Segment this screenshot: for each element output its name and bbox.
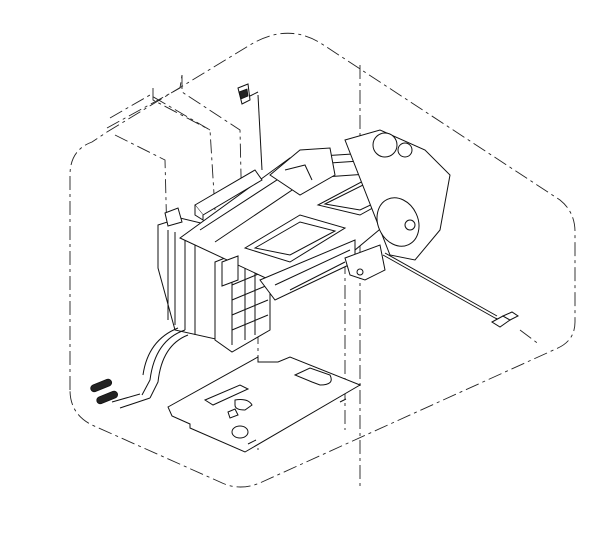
small-bracket-part (237, 83, 259, 105)
ink-tubes (111, 327, 189, 409)
spring-icon (90, 378, 113, 393)
main-assembly (157, 129, 451, 353)
assembly-boundary (69, 32, 576, 488)
spring-icon (96, 390, 119, 405)
springs (90, 378, 119, 405)
plate-hole (231, 425, 249, 439)
cable-harness (382, 252, 519, 328)
base-plate (167, 356, 362, 453)
gear (376, 197, 420, 247)
